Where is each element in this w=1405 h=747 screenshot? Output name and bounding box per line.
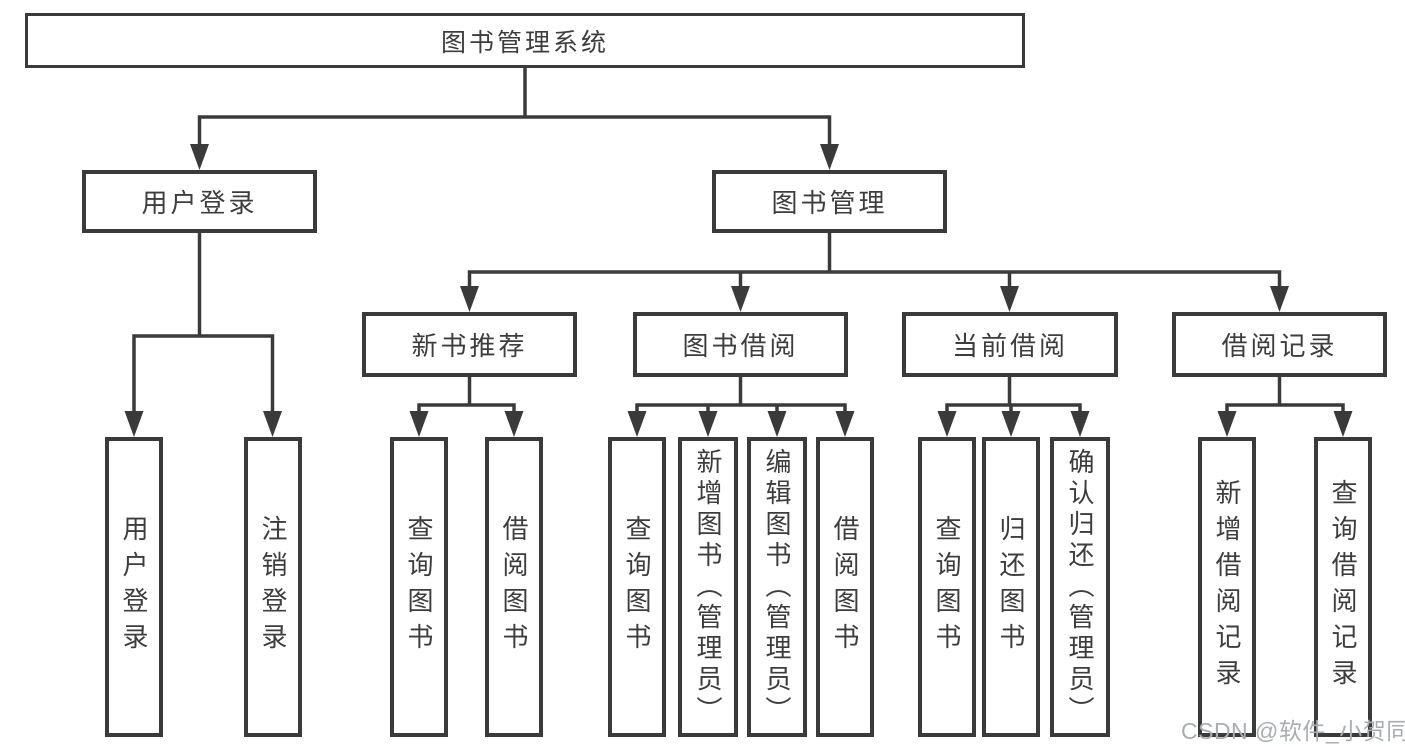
node-user-login: 用户登录	[82, 170, 317, 233]
arrowhead	[1333, 411, 1353, 437]
node-label: 当前借阅	[951, 331, 1068, 361]
connector-records-branch	[1225, 377, 1345, 412]
arrowhead	[460, 286, 479, 312]
leaf-return-books: 归还图书	[982, 437, 1040, 737]
arrowhead	[190, 144, 209, 170]
node-label: 用户登录	[141, 188, 258, 218]
arrowhead	[409, 411, 429, 437]
node-label: 新书推荐	[411, 331, 528, 361]
node-book-borrowing: 图书借阅	[633, 312, 848, 377]
node-label: 图书管理系统	[440, 28, 609, 57]
arrowhead	[731, 286, 750, 312]
node-library-management-system: 图书管理系统	[25, 13, 1025, 68]
node-label: 图书管理	[771, 188, 888, 218]
leaf-current-query-books: 查询图书	[918, 437, 976, 737]
leaf-query-borrow-record: 查询借阅记录	[1314, 437, 1372, 737]
leaf-add-borrow-record: 新增借阅记录	[1198, 437, 1256, 737]
connector-root-branch	[197, 115, 832, 145]
connector-bookmgmt-branch	[467, 270, 1282, 287]
arrowhead	[263, 411, 282, 437]
arrowhead	[1000, 286, 1019, 312]
leaf-label: 查询借阅记录	[1328, 479, 1358, 695]
arrowhead	[504, 411, 524, 437]
connector-recommend-branch	[417, 377, 516, 412]
leaf-label: 确认归还（管理员）	[1065, 447, 1095, 727]
leaf-label: 查询图书	[622, 515, 652, 659]
arrowhead	[835, 411, 855, 437]
arrowheads	[124, 144, 1353, 437]
leaf-label: 编辑图书（管理员）	[762, 447, 792, 727]
node-new-book-recommend: 新书推荐	[362, 312, 577, 377]
node-book-management: 图书管理	[712, 170, 947, 233]
leaf-recommend-borrow-books: 借阅图书	[485, 437, 543, 737]
arrowhead	[820, 144, 839, 170]
node-label: 借阅记录	[1221, 331, 1338, 361]
arrowhead	[1070, 411, 1090, 437]
leaf-label: 借阅图书	[499, 515, 529, 659]
leaf-label: 借阅图书	[830, 515, 860, 659]
leaf-label: 新增借阅记录	[1212, 479, 1242, 695]
connector-borrow-branch	[635, 377, 847, 412]
leaf-borrow-query-books: 查询图书	[608, 437, 666, 737]
arrowhead	[627, 411, 647, 437]
leaf-borrow-books: 借阅图书	[816, 437, 874, 737]
node-borrow-records: 借阅记录	[1172, 312, 1387, 377]
arrowhead	[124, 411, 144, 437]
watermark: CSDN @软件_小贺同学	[1181, 718, 1405, 744]
leaf-recommend-query-books: 查询图书	[390, 437, 448, 737]
leaf-logout: 注销登录	[244, 437, 302, 737]
leaf-confirm-return-admin: 确认归还（管理员）	[1050, 437, 1110, 737]
arrowhead	[937, 411, 957, 437]
leaf-label: 查询图书	[404, 515, 434, 659]
arrowhead	[1270, 286, 1289, 312]
arrowhead	[1217, 411, 1237, 437]
connector-current-branch	[945, 377, 1082, 412]
leaf-label: 归还图书	[996, 515, 1026, 659]
arrowhead	[698, 411, 718, 437]
leaf-label: 查询图书	[932, 515, 962, 659]
arrowhead	[1001, 411, 1021, 437]
leaf-edit-books-admin: 编辑图书（管理员）	[747, 437, 807, 737]
leaf-label: 注销登录	[258, 515, 288, 659]
connector-userlogin-branch	[132, 334, 275, 412]
leaf-label: 用户登录	[119, 515, 149, 659]
arrowhead	[767, 411, 787, 437]
node-current-borrowing: 当前借阅	[902, 312, 1118, 377]
leaf-add-books-admin: 新增图书（管理员）	[678, 437, 738, 737]
leaf-label: 新增图书（管理员）	[693, 447, 723, 727]
leaf-user-login: 用户登录	[105, 437, 163, 737]
node-label: 图书借阅	[682, 331, 799, 361]
